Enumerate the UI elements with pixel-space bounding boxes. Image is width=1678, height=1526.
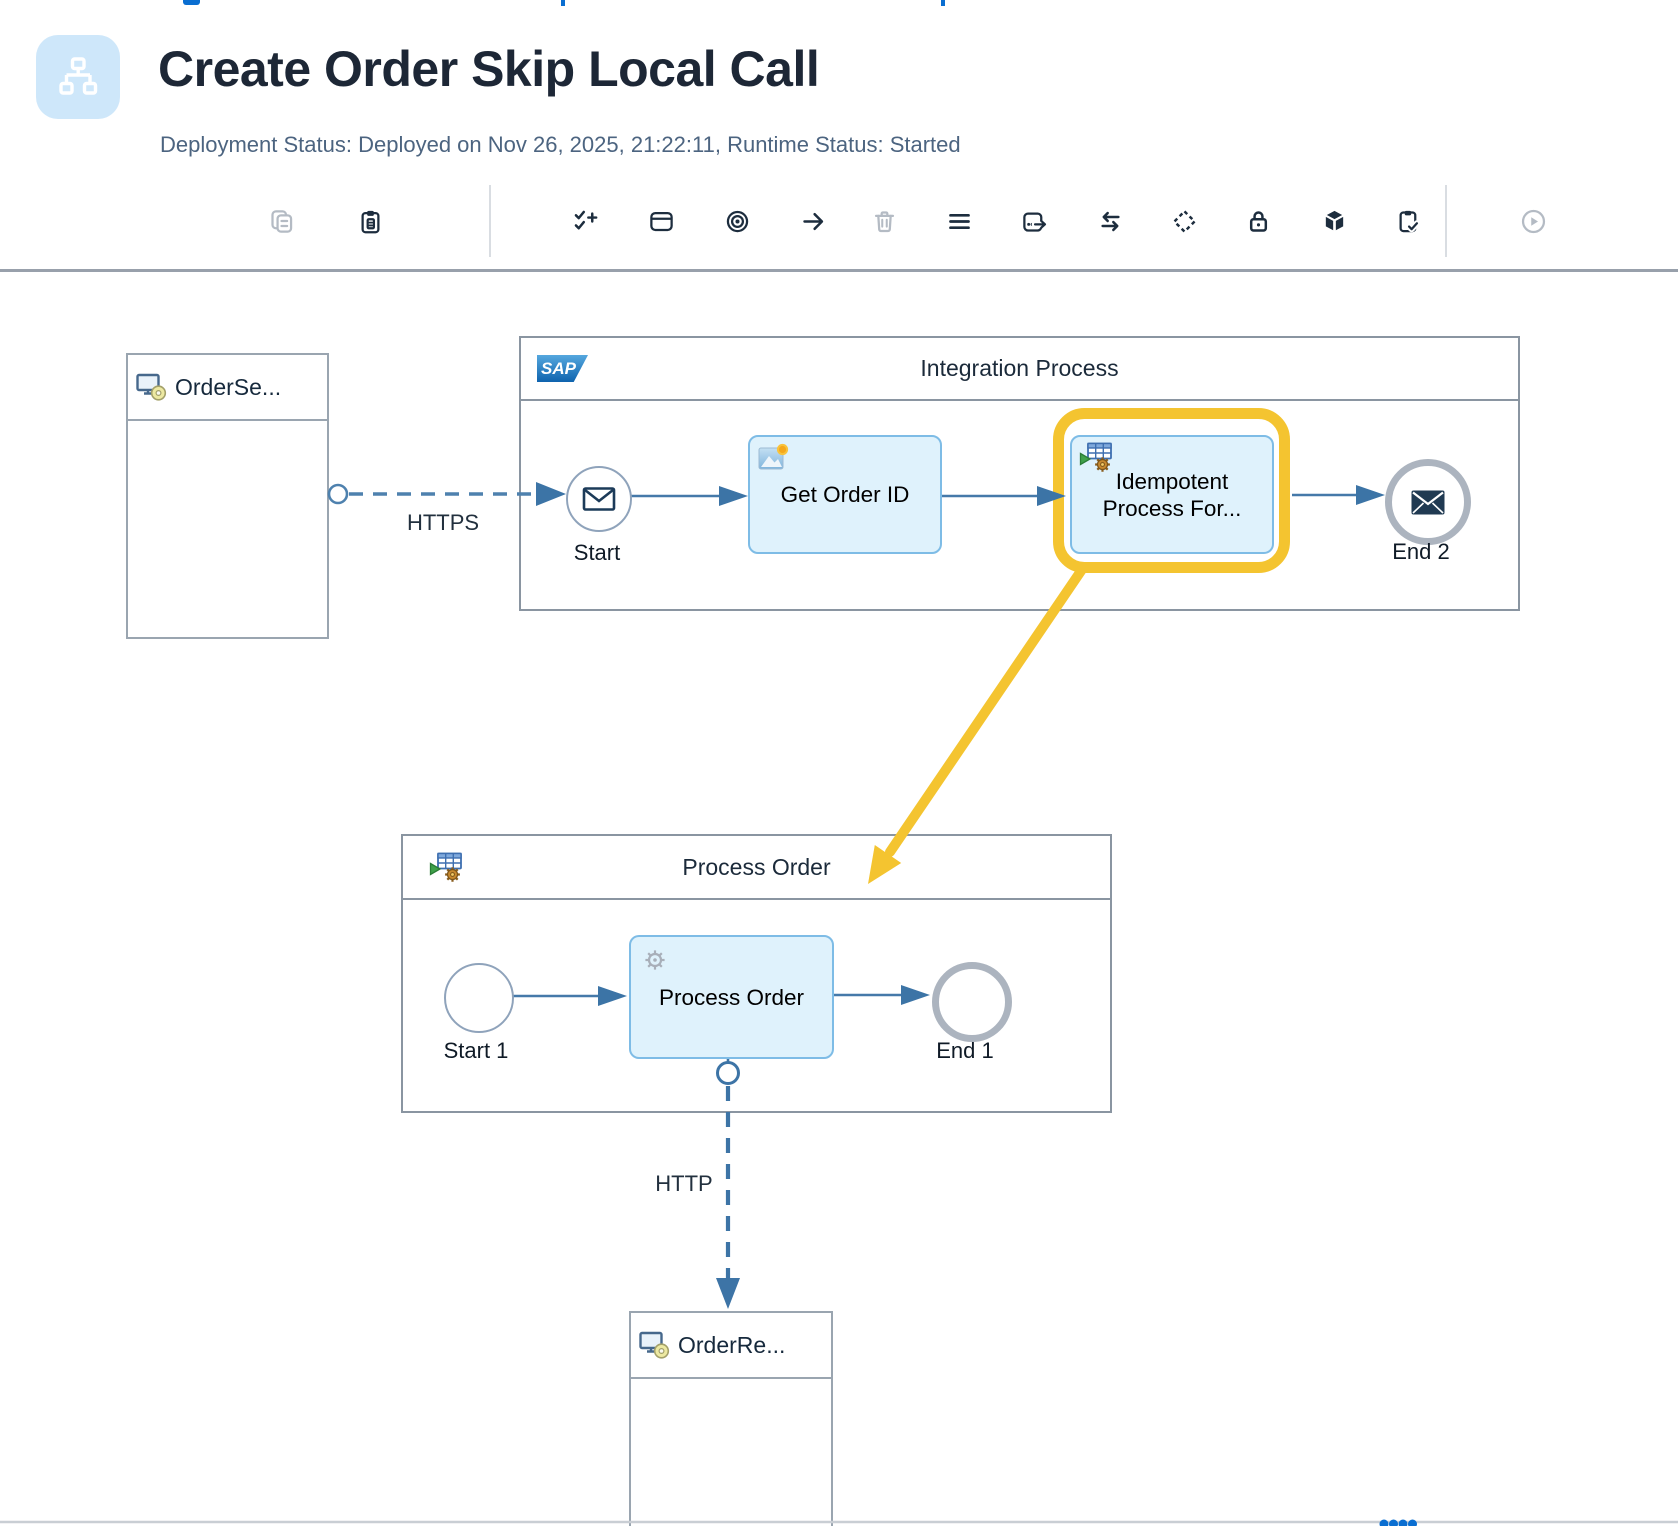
end-event-1-label: End 1 xyxy=(936,1038,994,1063)
participant-order-receiver[interactable]: OrderRe... xyxy=(629,1311,833,1526)
process-order-step[interactable]: Process Order xyxy=(629,935,834,1059)
toolbar-separator-1 xyxy=(489,185,491,257)
paste-icon xyxy=(361,210,379,233)
start-event-label: Start xyxy=(573,540,621,565)
dashed-diamond-icon xyxy=(1172,209,1196,233)
start-event[interactable] xyxy=(566,466,632,532)
iflow-canvas[interactable]: OrderSe... SAP Integration Process Proce… xyxy=(0,272,1678,1526)
integration-process-title: Integration Process xyxy=(920,355,1119,381)
trash-icon xyxy=(874,210,894,232)
content-modifier-icon xyxy=(758,443,789,470)
end-event-2[interactable] xyxy=(1385,459,1471,545)
lock-button[interactable] xyxy=(1236,183,1280,259)
start-event-1[interactable] xyxy=(444,963,514,1033)
org-chart-icon xyxy=(59,57,98,95)
process-order-task-label: Process Order xyxy=(658,984,805,1010)
receiver-label: OrderRe... xyxy=(678,1331,786,1358)
breadcrumb-fragment-2 xyxy=(941,0,945,6)
participant-order-sender[interactable]: OrderSe... xyxy=(126,353,329,639)
arrow-right-icon xyxy=(802,212,823,230)
breadcrumb-fragment-icon xyxy=(183,0,200,5)
http-message-flow[interactable] xyxy=(716,1055,740,1309)
copy-icon xyxy=(270,209,292,233)
run-button[interactable] xyxy=(1511,183,1555,259)
schedule-button[interactable] xyxy=(1012,183,1056,259)
paste-button[interactable] xyxy=(348,183,392,259)
sender-label: OrderSe... xyxy=(175,373,282,400)
clipboard-check-icon xyxy=(1399,210,1420,232)
sequence-flow-task-to-end1[interactable] xyxy=(832,985,930,1005)
highlight-arrow xyxy=(868,563,1088,884)
participant-system-icon xyxy=(639,1331,670,1359)
end-event-1[interactable] xyxy=(932,962,1012,1042)
participant-system-icon xyxy=(136,373,167,401)
breadcrumb-fragment-1 xyxy=(561,0,565,6)
delete-button[interactable] xyxy=(862,183,906,259)
select-area-button[interactable] xyxy=(1162,183,1206,259)
end-event-2-label: End 2 xyxy=(1392,539,1450,564)
idempotent-process-step[interactable]: Idempotent Process For... xyxy=(1070,435,1274,554)
connector-layer xyxy=(0,408,1678,1526)
sequence-flow-start-to-getorder[interactable] xyxy=(629,486,748,506)
pool-button[interactable] xyxy=(639,183,683,259)
get-order-id-step[interactable]: Get Order ID xyxy=(748,435,942,554)
copy-button[interactable] xyxy=(259,183,303,259)
https-message-flow[interactable] xyxy=(327,482,566,506)
highlight-ring xyxy=(1053,408,1290,573)
step-arrow-button[interactable] xyxy=(791,183,835,259)
https-label: HTTPS xyxy=(406,510,480,535)
integration-flow-icon xyxy=(36,35,120,119)
add-validation-button[interactable] xyxy=(563,183,607,259)
start-event-1-label: Start 1 xyxy=(443,1038,509,1063)
integration-process-pool[interactable]: SAP Integration Process xyxy=(519,336,1520,611)
envelope-outline-icon xyxy=(582,487,616,511)
sequence-flow-getorder-to-idempotent[interactable] xyxy=(940,486,1066,506)
toolbar-separator-2 xyxy=(1445,185,1447,257)
process-order-pool-title: Process Order xyxy=(682,853,831,880)
loading-dots xyxy=(1379,1519,1417,1526)
swap-arrows-icon xyxy=(1100,211,1120,231)
gear-icon xyxy=(645,950,665,970)
sap-logo: SAP xyxy=(537,355,588,382)
calendar-arrow-icon xyxy=(1022,212,1048,232)
target-button[interactable] xyxy=(715,183,759,259)
lock-icon xyxy=(1249,210,1267,232)
page-title: Create Order Skip Local Call xyxy=(158,41,820,97)
package-cube-button[interactable] xyxy=(1312,183,1356,259)
deployment-status: Deployment Status: Deployed on Nov 26, 2… xyxy=(160,132,961,157)
deploy-check-button[interactable] xyxy=(1386,183,1430,259)
menu-button[interactable] xyxy=(937,183,981,259)
pool-icon xyxy=(649,211,673,231)
checklist-plus-icon xyxy=(574,210,597,229)
envelope-filled-icon xyxy=(1411,490,1445,514)
swap-button[interactable] xyxy=(1088,183,1132,259)
idempotent-label-line2: Process For... xyxy=(1102,495,1242,521)
menu-icon xyxy=(948,213,970,229)
process-call-icon xyxy=(429,852,462,882)
sequence-flow-start1-to-task[interactable] xyxy=(511,986,627,1006)
editor-toolbar xyxy=(0,183,1678,269)
sequence-flow-idempotent-to-end2[interactable] xyxy=(1292,485,1385,505)
play-icon xyxy=(1521,209,1545,233)
target-icon xyxy=(726,210,748,232)
cube-icon xyxy=(1325,210,1343,230)
process-call-icon xyxy=(1079,442,1112,472)
toolbar-divider xyxy=(0,269,1678,272)
idempotent-label-line1: Idempotent xyxy=(1115,468,1229,494)
get-order-id-label: Get Order ID xyxy=(780,482,910,507)
http-label: HTTP xyxy=(655,1171,713,1196)
process-order-pool[interactable]: Process Order xyxy=(401,834,1112,1113)
